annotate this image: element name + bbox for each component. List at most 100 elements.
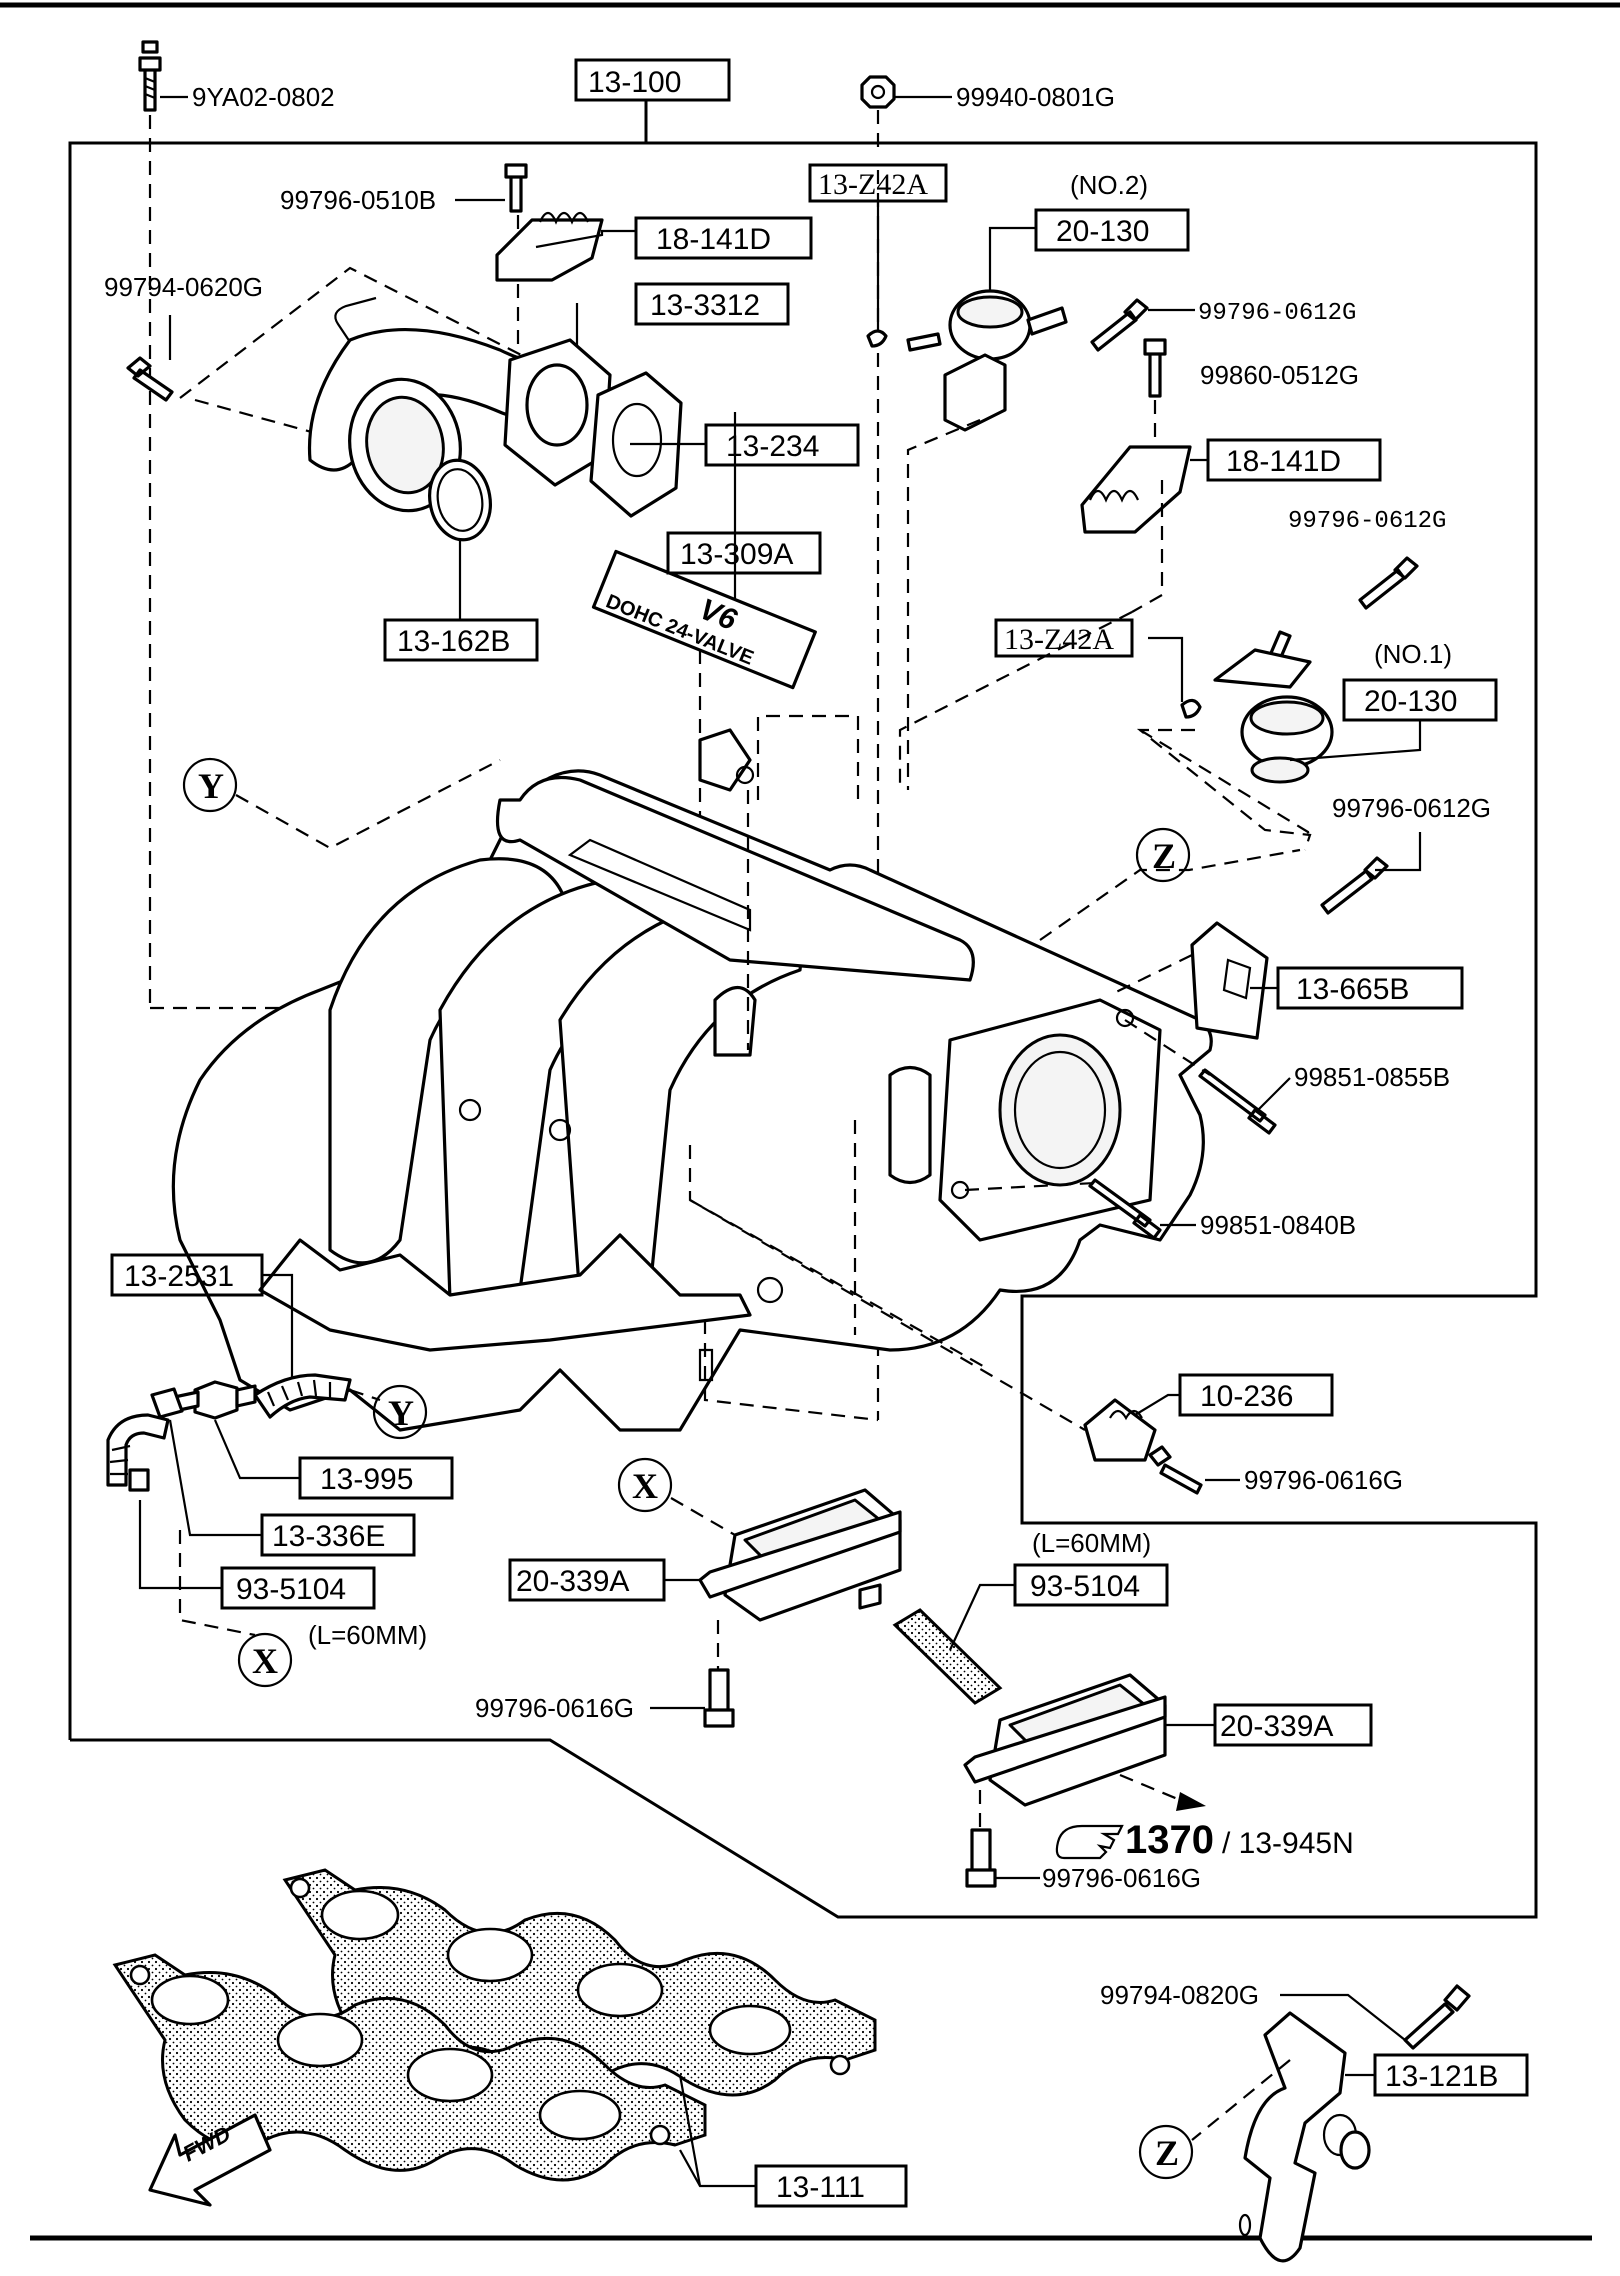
box-13-995 [298, 1456, 454, 1500]
arrow-to-ref [1176, 1792, 1206, 1811]
bolt-0616g-b [703, 1668, 735, 1728]
bracket-336e [150, 1387, 184, 1419]
label-99794-0820g: 99794-0820G [1100, 1980, 1259, 2010]
box-13-z42a-top [808, 163, 948, 203]
bolt-9ya02 [138, 40, 162, 112]
bolt-0612g-a [1090, 298, 1149, 352]
ref-hand-icon [1055, 1824, 1124, 1860]
label-13-2531: 13-2531 [124, 1260, 234, 1293]
bolt-0820g [1403, 1984, 1471, 2050]
circle-y-bottom-text: Y [388, 1393, 414, 1433]
label-13-309a: 13-309A [680, 538, 793, 571]
box-18-141d-right [1206, 438, 1382, 482]
chamber-339a-left [698, 1488, 902, 1622]
label-20-130-no1: 20-130 [1364, 685, 1457, 718]
label-13-336e: 13-336E [272, 1520, 385, 1553]
bolt-0616g-a [1148, 1445, 1203, 1495]
circle-x-bottom-left-text: X [252, 1641, 278, 1681]
clip-z42a-mid [1180, 698, 1202, 719]
bracket-665b [1190, 921, 1269, 1040]
label-99796-0510b: 99796-0510B [280, 185, 436, 215]
label-13-z42a-top: 13-Z42A [818, 168, 928, 201]
box-13-336e [260, 1513, 416, 1557]
box-18-141d-top [634, 216, 813, 260]
box-13-162b [383, 618, 539, 662]
box-20-339a-right [1213, 1703, 1373, 1747]
label-99796-0616g-a: 99796-0616G [1244, 1465, 1403, 1495]
label-20-130-no2: 20-130 [1056, 215, 1149, 248]
label-99796-0616g-b: 99796-0616G [475, 1693, 634, 1723]
bolt-0612g-b [1358, 556, 1419, 610]
label-10-236: 10-236 [1200, 1380, 1293, 1413]
label-18-141d-top: 18-141D [656, 223, 771, 256]
label-99794-0620g: 99794-0620G [104, 272, 263, 302]
bracket-141d-top [495, 211, 604, 282]
label-20-339a-right: 20-339A [1220, 1710, 1333, 1743]
label-13-3312: 13-3312 [650, 289, 760, 322]
oring-162b [428, 458, 492, 542]
bolt-0512g [1143, 338, 1167, 398]
label-no1: (NO.1) [1374, 639, 1452, 669]
circle-z-bottom-text: Z [1155, 2133, 1179, 2173]
fwd-arrow-icon: FWD [148, 2113, 272, 2207]
nut-99940 [860, 75, 896, 109]
gasket-111 [112, 1868, 877, 2182]
box-20-130-no1 [1342, 678, 1498, 722]
label-99796-0612g-a: 99796-0612G [1198, 300, 1356, 327]
box-13-3312 [634, 282, 790, 326]
box-20-339a-left [508, 1558, 666, 1602]
stud-0855b [1198, 1068, 1277, 1135]
circle-y-bottom: Y [372, 1384, 428, 1440]
bolt-0616g-c [965, 1828, 997, 1888]
hose-2531 [253, 1373, 352, 1419]
label-len-right: (L=60MM) [1032, 1528, 1151, 1558]
bolt-0510b [504, 163, 528, 213]
actuator-no2 [906, 289, 1068, 432]
label-13-z42a-mid: 13-Z42A [1004, 623, 1114, 656]
label-13-665b: 13-665B [1296, 973, 1409, 1006]
box-13-665b [1276, 966, 1464, 1010]
actuator-no1 [1213, 630, 1334, 784]
label-99796-0612g-b: 99796-0612G [1288, 508, 1446, 535]
label-ref-part: / 13-945N [1222, 1827, 1354, 1860]
hose-5104-right [892, 1608, 1003, 1705]
bolt-0612g-c [1320, 856, 1389, 915]
label-99796-0616g-c: 99796-0616G [1042, 1863, 1201, 1893]
circle-z-bottom: Z [1138, 2124, 1194, 2180]
box-13-309a [666, 531, 822, 575]
label-13-121b: 13-121B [1385, 2060, 1498, 2093]
bolt-0620g [126, 356, 174, 402]
label-99796-0612g-c: 99796-0612G [1332, 793, 1491, 823]
label-len-left: (L=60MM) [308, 1620, 427, 1650]
label-18-141d-right: 18-141D [1226, 445, 1341, 478]
box-13-234 [704, 423, 860, 467]
label-ref-page: 1370 [1125, 1818, 1214, 1862]
label-13-995: 13-995 [320, 1463, 413, 1496]
circle-y-top-text: Y [198, 766, 224, 806]
box-10-236 [1178, 1373, 1334, 1417]
box-13-111 [754, 2164, 908, 2208]
box-93-5104-right [1013, 1563, 1169, 1607]
label-9ya02-0802: 9YA02-0802 [192, 82, 335, 112]
circle-x-center: X [617, 1457, 673, 1513]
box-20-130-no2 [1034, 208, 1190, 252]
intake-manifold [171, 728, 1213, 1432]
chamber-339a-right [963, 1673, 1167, 1807]
box-13-2531 [110, 1253, 264, 1297]
label-13-100: 13-100 [588, 66, 681, 99]
label-99940-0801g: 99940-0801G [956, 82, 1115, 112]
label-93-5104-right: 93-5104 [1030, 1570, 1140, 1603]
hose-5104-left [106, 1413, 170, 1492]
circle-z-top: Z [1135, 827, 1191, 883]
label-99860-0512g: 99860-0512G [1200, 360, 1359, 390]
assembly-boundary [68, 100, 1538, 1919]
box-13-121b [1373, 2053, 1529, 2097]
bracket-121b [1238, 2011, 1371, 2263]
circle-x-center-text: X [632, 1466, 658, 1506]
label-99851-0855b: 99851-0855B [1294, 1062, 1450, 1092]
label-93-5104-left: 93-5104 [236, 1573, 346, 1606]
box-13-100 [574, 58, 731, 102]
label-20-339a-left: 20-339A [516, 1565, 629, 1598]
label-13-162b: 13-162B [397, 625, 510, 658]
